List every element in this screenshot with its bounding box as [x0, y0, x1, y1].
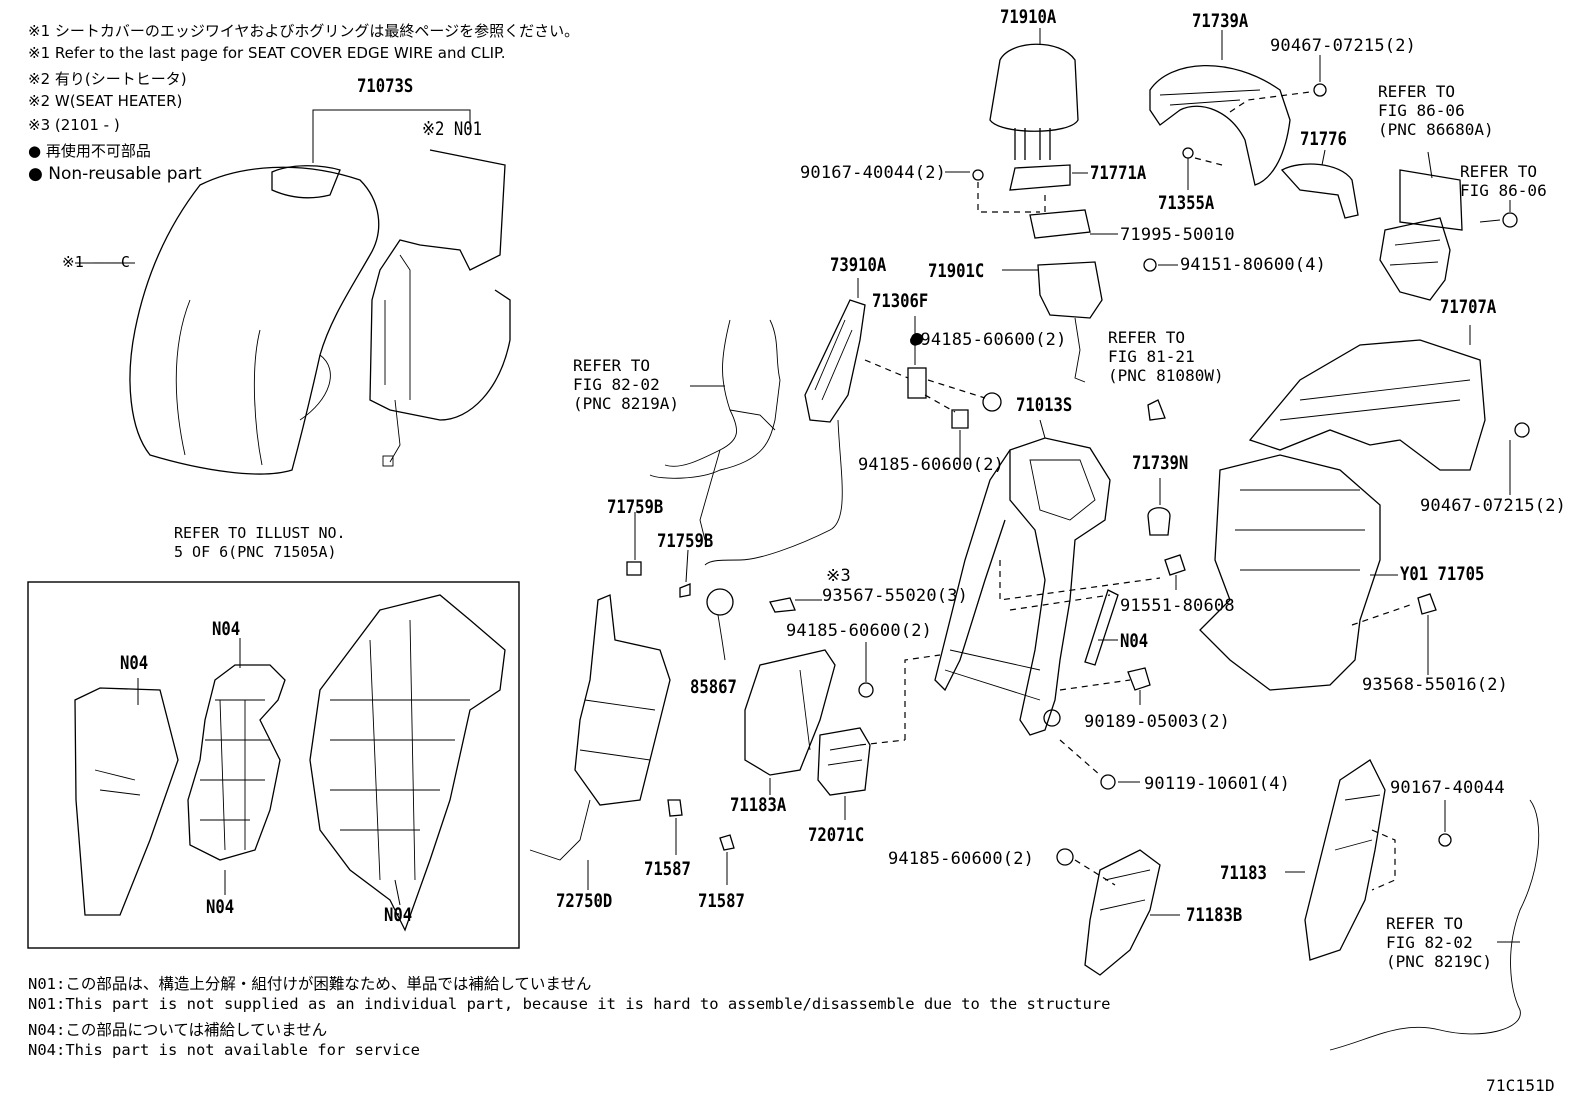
note-seat-heater-jp: ※2 有り(シートヒータ)	[28, 70, 187, 88]
side-cover-71183a-drawing	[744, 649, 836, 795]
label-90167-40044-2: 90167-40044(2)	[800, 163, 947, 183]
refer-fig-81-21: REFER TO FIG 81-21 (PNC 81080W)	[1108, 328, 1224, 385]
seat-heater-n01-drawing	[369, 149, 511, 467]
label-93568-55016: 93568-55016(2)	[1362, 675, 1509, 695]
panel-86-06-drawing	[1399, 169, 1463, 231]
label-94151-80600: 94151-80600(4)	[1180, 255, 1327, 275]
note-date-range: ※3 (2101 - )	[28, 116, 120, 134]
label-85867: 85867	[690, 676, 737, 698]
inset-frame-drawing	[187, 664, 286, 861]
refer-fig-82-02-8219a: REFER TO FIG 82-02 (PNC 8219A)	[573, 356, 679, 413]
side-cover-71183b-drawing	[1084, 849, 1180, 976]
sensor-85867-drawing	[706, 588, 734, 661]
refer-fig-82-02-8219c: REFER TO FIG 82-02 (PNC 8219C)	[1386, 914, 1492, 971]
refer-fig-86-06: REFER TO FIG 86-06	[1460, 162, 1547, 200]
headrest-bracket-drawing	[1029, 209, 1091, 239]
label-71183b: 71183B	[1186, 904, 1243, 926]
label-71995-50010: 71995-50010	[1120, 225, 1235, 245]
label-94185-60600-top: ●94185-60600(2)	[910, 330, 1067, 350]
label-71759b-upper: 71759B	[607, 496, 664, 518]
illustration-code: 71C151D	[1486, 1076, 1555, 1095]
label-73910a: 73910A	[830, 254, 887, 276]
label-90467-07215-top: 90467-07215(2)	[1270, 36, 1417, 56]
footer-n01-en: N01:This part is not supplied as an indi…	[28, 995, 1111, 1013]
label-inset-n04-frame-bottom: N04	[206, 896, 235, 918]
footer-n01-jp: N01:この部品は、構造上分解・組付けが困難なため、単品では補給していません	[28, 975, 592, 993]
bracket-71707a-drawing	[1379, 217, 1451, 301]
label-71910a: 71910A	[1000, 6, 1057, 28]
label-90189-05003: 90189-05003(2)	[1084, 712, 1231, 732]
note-non-reusable-en: ● Non-reusable part	[28, 164, 202, 184]
label-71013s: 71013S	[1016, 394, 1073, 416]
label-71073s: 71073S	[357, 75, 414, 97]
inset-backboard-drawing	[74, 687, 179, 916]
module-72071c-drawing	[817, 727, 871, 820]
refer-illust-5-of-6: REFER TO ILLUST NO. 5 OF 6(PNC 71505A)	[174, 524, 346, 561]
label-71707a: 71707A	[1440, 296, 1497, 318]
side-panel-73910a-drawing	[704, 278, 866, 566]
label-90119-10601: 90119-10601(4)	[1144, 774, 1291, 794]
label-71901c: 71901C	[928, 260, 985, 282]
label-94185-60600-mid: 94185-60600(2)	[858, 455, 1005, 475]
label-71183: 71183	[1220, 862, 1267, 884]
note-seat-heater-en: ※2 W(SEAT HEATER)	[28, 92, 183, 110]
label-71771a: 71771A	[1090, 162, 1147, 184]
label-71776: 71776	[1300, 128, 1347, 150]
headrest-support-cap	[1009, 164, 1071, 191]
lock-71901c-drawing	[1037, 261, 1103, 383]
label-71355a: 71355A	[1158, 192, 1215, 214]
label-94185-60600-lower: 94185-60600(2)	[786, 621, 933, 641]
label-71739a: 71739A	[1192, 10, 1249, 32]
label-n01: ※2 N01	[422, 118, 482, 140]
label-71306f: 71306F	[872, 290, 929, 312]
label-71183a: 71183A	[730, 794, 787, 816]
label-n04-frame: N04	[1120, 630, 1149, 652]
label-91551-80608: 91551-80608	[1120, 596, 1235, 616]
label-72071c: 72071C	[808, 824, 865, 846]
seat-frame-71013s-drawing	[934, 419, 1111, 736]
label-seat-cover-c: ※1 ―――C	[62, 253, 131, 271]
side-cover-71183-drawing	[1285, 759, 1386, 961]
clip-71739n-drawing	[1147, 507, 1171, 536]
inset-back-panel-drawing	[309, 594, 506, 932]
harness-8219a-drawing	[649, 319, 781, 541]
label-90167-40044: 90167-40044	[1390, 778, 1505, 798]
label-71587-upper: 71587	[644, 858, 691, 880]
seatback-board-71707a-drawing	[1248, 325, 1486, 471]
refer-fig-86-06-pnc86680a: REFER TO FIG 86-06 (PNC 86680A)	[1378, 82, 1494, 139]
back-panel-71705-drawing	[1199, 454, 1398, 691]
trim-71739a-drawing	[1149, 30, 1291, 186]
seat-cover-71073s-drawing	[75, 109, 471, 475]
headrest-drawing	[989, 28, 1079, 160]
label-90467-07215-right: 90467-07215(2)	[1420, 496, 1567, 516]
note-non-reusable-jp: ● 再使用不可部品	[28, 142, 151, 160]
cover-71776-drawing	[1280, 163, 1359, 219]
label-inset-n04-panel: N04	[384, 904, 413, 926]
harness-72750d-drawing	[529, 594, 671, 890]
note-seat-cover-en: ※1 Refer to the last page for SEAT COVER…	[28, 44, 506, 62]
label-y01-71705: Y01 71705	[1400, 563, 1485, 585]
footer-n04-jp: N04:この部品については補給していません	[28, 1021, 328, 1039]
label-x3-mark: ※3	[826, 566, 851, 586]
note-seat-cover-jp: ※1 シートカバーのエッジワイヤおよびホグリングは最終ページを参照ください。	[28, 22, 580, 40]
harness-8219c-drawing	[1329, 799, 1540, 1051]
label-93567-55020: 93567-55020(3)	[822, 586, 969, 606]
label-71739n: 71739N	[1132, 452, 1189, 474]
footer-n04-en: N04:This part is not available for servi…	[28, 1041, 420, 1059]
inset-box	[27, 581, 520, 949]
label-71587-lower: 71587	[698, 890, 745, 912]
label-inset-n04-backboard: N04	[120, 652, 149, 674]
label-inset-n04-frame: N04	[212, 618, 241, 640]
label-71759b-lower: 71759B	[657, 530, 714, 552]
label-72750d: 72750D	[556, 890, 613, 912]
label-94185-60600-bottom: 94185-60600(2)	[888, 849, 1035, 869]
